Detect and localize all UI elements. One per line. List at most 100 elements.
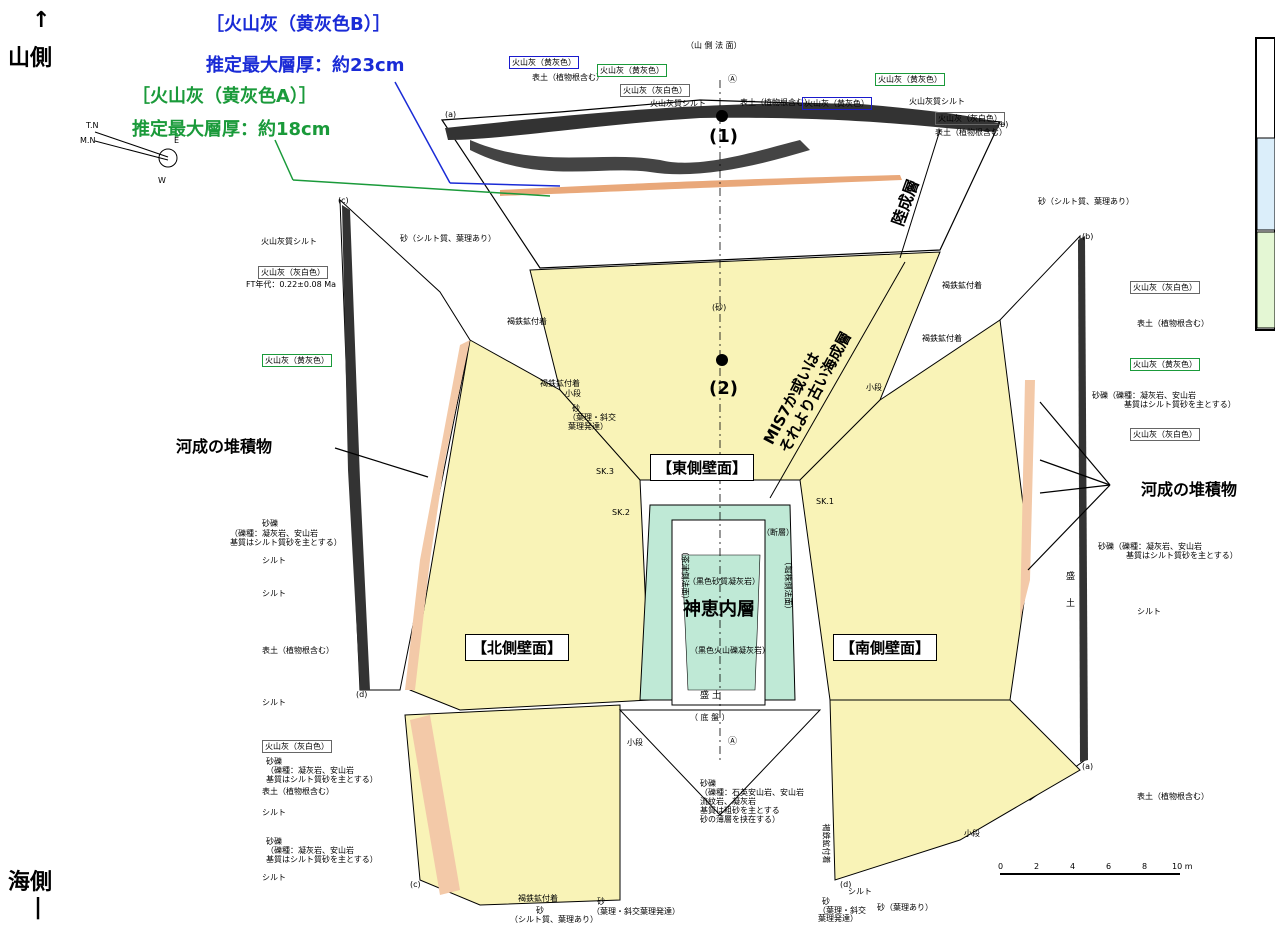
point-2-label: (2) xyxy=(709,378,738,399)
right-limonite: 褐鉄鉱付着 xyxy=(942,281,982,290)
compass-mn-line xyxy=(94,140,169,161)
right-ash-yellow: 火山灰（黄灰色） xyxy=(1130,358,1200,371)
bottom-small-step: 小段 xyxy=(627,738,643,747)
ash-a-arrow-2 xyxy=(292,179,551,197)
ash-lens-orange xyxy=(500,175,902,196)
left-silt-1: シルト xyxy=(262,556,286,565)
left-silt-2: シルト xyxy=(262,589,286,598)
center-sk1: SK.1 xyxy=(816,497,834,506)
top-label-3: 火山灰（灰白色） xyxy=(620,84,690,97)
point-1-label: (1) xyxy=(709,126,738,147)
topsoil-band-top xyxy=(445,103,1000,140)
dark-band-top xyxy=(470,140,810,175)
left-ft-age: FT年代：0.22±0.08 Ma xyxy=(246,280,337,289)
center-chatsu: （茶津側法面） xyxy=(680,547,690,604)
top-label-1: 表土（植物根含む） xyxy=(532,73,604,82)
scale-8: 8 xyxy=(1142,862,1148,871)
kamuinai-label: 神恵内層 xyxy=(683,599,755,620)
marine-bracket xyxy=(769,261,906,499)
right-small-step: 小段 xyxy=(866,383,882,392)
center-sand: (砂) xyxy=(712,303,727,312)
scale-10m: 10 m xyxy=(1172,862,1193,871)
corner-b-right: (b) xyxy=(1082,232,1094,241)
fluvial-right-arrow-1 xyxy=(1039,401,1111,486)
bottom-silt: シルト xyxy=(848,887,872,896)
right-topsoil-2: 表土（植物根含む） xyxy=(1137,792,1209,801)
center-fill: 盛 土 xyxy=(700,691,721,701)
left-topsoil-2: 表土（植物根含む） xyxy=(262,787,334,796)
right-ash-white-2: 火山灰（灰白色） xyxy=(1130,428,1200,441)
ash-b-title: ［火山灰（黄灰色B）］ xyxy=(206,14,391,35)
north-gravel-band xyxy=(405,340,470,690)
ash-a-thickness: 推定最大層厚：約18cm xyxy=(132,119,331,140)
right-fill-2: 土 xyxy=(1066,599,1076,609)
bottom-gravel-desc-4: 砂の薄層を挟在する） xyxy=(700,815,780,824)
top-label-8: 火山灰質シルト xyxy=(909,97,965,106)
terrestrial-bracket xyxy=(899,129,941,259)
center-limonite-2: 褐鉄鉱付着 xyxy=(540,379,580,388)
fluvial-right-arrow-4 xyxy=(1027,484,1111,571)
compass-mn: M.N xyxy=(80,136,96,145)
left-gravel-2: 砂礫 xyxy=(266,757,282,766)
up-arrow-icon: ↑ xyxy=(32,8,51,33)
bottom-limonite-2: 褐鉄鉱付着 xyxy=(821,823,831,864)
corner-d-left: (d) xyxy=(356,690,368,699)
bottom-limonite: 褐鉄鉱付着 xyxy=(518,894,558,903)
top-label-5: 表土（植物根含む） xyxy=(740,98,812,107)
center-sand-lam-desc-1: （葉理・斜交 xyxy=(568,413,616,422)
north-lower-face xyxy=(404,704,621,906)
ash-a-arrow xyxy=(274,139,294,181)
right-gravel-1: 砂礫（礫種：凝灰岩、安山岩 xyxy=(1092,391,1196,400)
left-ash-yellow: 火山灰（黄灰色） xyxy=(262,354,332,367)
corner-d-bottom: (d) xyxy=(840,880,852,889)
right-ash-white: 火山灰（灰白色） xyxy=(1130,281,1200,294)
center-small-step: 小段 xyxy=(565,389,581,398)
corner-c-bottom: (c) xyxy=(410,880,421,889)
scale-2: 2 xyxy=(1034,862,1040,871)
left-gravel-3: 砂礫 xyxy=(266,837,282,846)
left-gravel-3-desc-1: （礫種：凝灰岩、安山岩 xyxy=(266,846,354,855)
point-1-marker xyxy=(716,110,728,122)
right-small-step-2: 小段 xyxy=(964,829,980,838)
left-gravel-2-desc-1: （礫種：凝灰岩、安山岩 xyxy=(266,766,354,775)
bottom-sand-a-desc: （シルト質、葉理あり） xyxy=(510,915,598,924)
bottom-sand-c-desc-2: 葉理発達） xyxy=(818,914,858,923)
left-silt-3: シルト xyxy=(262,698,286,707)
north-dark-band xyxy=(342,205,370,690)
compass-tn-line xyxy=(94,131,169,158)
top-label-7: 火山灰（黄灰色） xyxy=(875,73,945,86)
south-dark-band xyxy=(1078,236,1088,762)
sea-side-label: 海側 xyxy=(8,870,53,895)
left-silt-5: シルト xyxy=(262,873,286,882)
scale-4: 4 xyxy=(1070,862,1076,871)
south-gravel-band xyxy=(1020,380,1035,620)
center-sand-lam: 砂 xyxy=(572,404,580,413)
left-gravel: 砂礫 xyxy=(262,519,278,528)
right-gravel-2b: 基質はシルト質砂を主とする） xyxy=(1126,551,1238,560)
bottom-gravel-desc-2: 流紋岩、凝灰岩 xyxy=(700,797,756,806)
center-sand-silty: 砂（シルト質、葉理あり） xyxy=(400,234,496,243)
compass-tn: T.N xyxy=(86,121,99,130)
right-limonite-2: 褐鉄鉱付着 xyxy=(922,334,962,343)
center-black-tuff: （黒色砂質凝灰岩） xyxy=(688,577,760,586)
bottom-gravel: 砂礫 xyxy=(700,779,716,788)
bottom-gravel-desc-1: （礫種：石英安山岩、安山岩 xyxy=(700,788,804,797)
center-horikabu: （堀株側法面） xyxy=(783,557,793,614)
bottom-gravel-desc-3: 基質は粗砂を主とする xyxy=(700,806,780,815)
compass-circle xyxy=(158,148,178,168)
east-wall-label: 【東側壁面】 xyxy=(650,454,755,481)
right-topsoil: 表土（植物根含む） xyxy=(1137,319,1209,328)
legend-frame xyxy=(1255,37,1275,331)
fluvial-left-arrow xyxy=(334,447,429,478)
north-wall-label: 【北側壁面】 xyxy=(465,634,570,661)
right-gravel-2: 砂礫（礫種：凝灰岩、安山岩 xyxy=(1098,542,1202,551)
bottom-sand-d: 砂（葉理あり） xyxy=(877,903,933,912)
legend-blue-cell xyxy=(1256,137,1275,231)
right-fill: 盛 xyxy=(1066,572,1076,582)
ash-a-title: ［火山灰（黄灰色A）］ xyxy=(132,86,317,107)
south-lower-face xyxy=(829,699,1081,881)
top-label-4: 火山灰質シルト xyxy=(650,99,706,108)
east-wall-green-inner xyxy=(681,554,761,691)
down-line-icon: | xyxy=(34,895,43,920)
ash-b-thickness: 推定最大層厚：約23cm xyxy=(206,55,405,76)
